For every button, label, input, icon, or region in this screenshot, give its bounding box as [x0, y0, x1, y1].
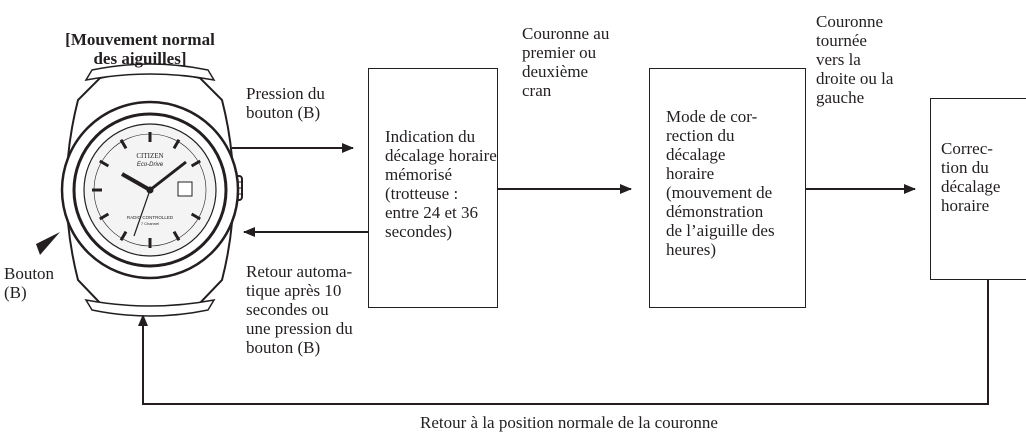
hour-index [190, 159, 201, 168]
watch-brand: CITIZEN [136, 152, 163, 160]
box-offset-correction-text: Correc- tion du décalage horaire [941, 139, 1001, 215]
button-pointer-arrow [36, 232, 60, 255]
hour-hand [121, 172, 151, 192]
hour-index [99, 159, 110, 168]
label-crown-position: Couronne au premier ou deuxième cran [522, 24, 610, 100]
hour-index [172, 230, 181, 241]
box-offset-correction: Correc- tion du décalage horaire [930, 98, 1026, 280]
date-window [177, 181, 193, 197]
watch-sub: 7 Channel [141, 221, 159, 226]
label-crown-turned: Couronne tournée vers la droite ou la ga… [816, 12, 894, 107]
button-b-label: Bouton (B) [4, 264, 55, 302]
label-auto-return: Retour automa- tique après 10 secondes o… [246, 262, 353, 357]
hour-indices [92, 132, 201, 248]
label-press-button: Pression du bouton (B) [246, 84, 325, 122]
hour-index [172, 139, 181, 150]
box-correction-mode: Mode de cor- rection du décalage horaire… [649, 68, 806, 308]
hour-index [99, 212, 110, 221]
return-line [138, 280, 989, 405]
watch-module: RADIO CONTROLLED [127, 215, 174, 220]
box-correction-mode-text: Mode de cor- rection du décalage horaire… [666, 107, 775, 259]
second-hand [133, 189, 151, 237]
label-return-normal: Retour à la position normale de la couro… [420, 413, 718, 432]
box-memorized-offset-text: Indication du décalage horaire mémorisé … [385, 127, 497, 241]
hour-index [190, 212, 201, 221]
minute-hand [149, 160, 187, 192]
hour-index [119, 139, 128, 150]
box-memorized-offset: Indication du décalage horaire mémorisé … [368, 68, 498, 308]
watch-model: Eco-Drive [137, 162, 164, 168]
diagram-title: [Mouvement normal des aiguilles] [65, 30, 215, 68]
hour-index [119, 230, 128, 241]
